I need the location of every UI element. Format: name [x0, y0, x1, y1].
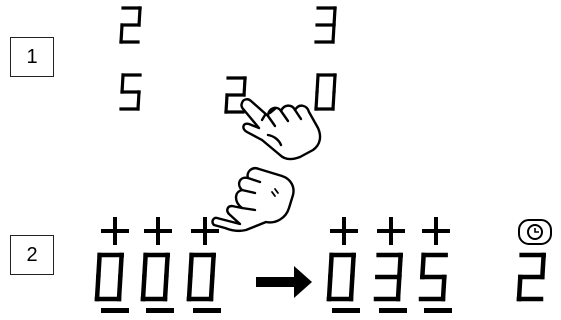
digit-segment	[398, 277, 399, 299]
digit-segment	[139, 8, 140, 25]
digit-segment	[443, 277, 444, 299]
from-digit-2	[143, 255, 168, 299]
plus-button-5[interactable]	[377, 217, 405, 245]
digit-segment	[211, 277, 212, 299]
right-arrow-icon	[256, 266, 312, 298]
digit-segment	[166, 255, 167, 277]
digit-segment	[399, 255, 400, 277]
digit-segment	[189, 277, 190, 299]
digit-segment	[317, 75, 318, 92]
digit-segment	[119, 277, 120, 299]
plus-button-2[interactable]	[144, 217, 172, 245]
digit-segment	[351, 277, 352, 299]
to-digit-1	[329, 255, 354, 299]
minus-button-5[interactable]	[379, 308, 407, 313]
digit-segment	[165, 277, 166, 299]
timer-digit	[519, 255, 544, 299]
to-digit-2	[376, 255, 401, 299]
digit-segment	[329, 277, 330, 299]
digit-segment	[120, 255, 121, 277]
digit-segment	[244, 78, 245, 95]
seven-segment-digits	[97, 8, 544, 299]
minus-buttons	[101, 308, 452, 313]
plus-button-6[interactable]	[422, 217, 450, 245]
digit-segment	[97, 277, 98, 299]
tap-hand-icon-2	[213, 168, 294, 231]
digit-segment	[226, 95, 227, 112]
to-digit-3	[421, 255, 446, 299]
digit-segment	[122, 75, 123, 92]
plus-button-1[interactable]	[101, 217, 129, 245]
plus-button-4[interactable]	[330, 217, 358, 245]
digit-segment	[334, 75, 335, 92]
digit-segment	[212, 255, 213, 277]
digit-segment	[519, 277, 520, 299]
minus-button-3[interactable]	[193, 308, 221, 313]
digit-segment	[121, 25, 122, 42]
digit-segment	[542, 255, 543, 277]
digit-segment	[143, 277, 144, 299]
clock-icon	[519, 220, 551, 244]
tap-hand-icon	[241, 99, 320, 159]
step1-digit-2	[316, 8, 335, 42]
digit-segment	[190, 255, 191, 277]
minus-button-6[interactable]	[424, 308, 452, 313]
minus-button-1[interactable]	[101, 308, 129, 313]
minus-button-2[interactable]	[146, 308, 174, 313]
digit-segment	[333, 92, 334, 109]
step1-digit-3	[121, 75, 140, 109]
from-digit-1	[97, 255, 122, 299]
digit-segment	[144, 255, 145, 277]
from-digit-3	[189, 255, 214, 299]
digit-segment	[330, 255, 331, 277]
minus-button-4[interactable]	[332, 308, 360, 313]
digit-segment	[422, 255, 423, 277]
digit-segment	[334, 8, 335, 25]
step1-digit-5	[316, 75, 335, 109]
digit-segment	[333, 25, 334, 42]
digit-segment	[138, 92, 139, 109]
digit-segment	[316, 92, 317, 109]
digit-segment	[98, 255, 99, 277]
step1-digit-1	[121, 8, 140, 42]
digit-segment	[352, 255, 353, 277]
